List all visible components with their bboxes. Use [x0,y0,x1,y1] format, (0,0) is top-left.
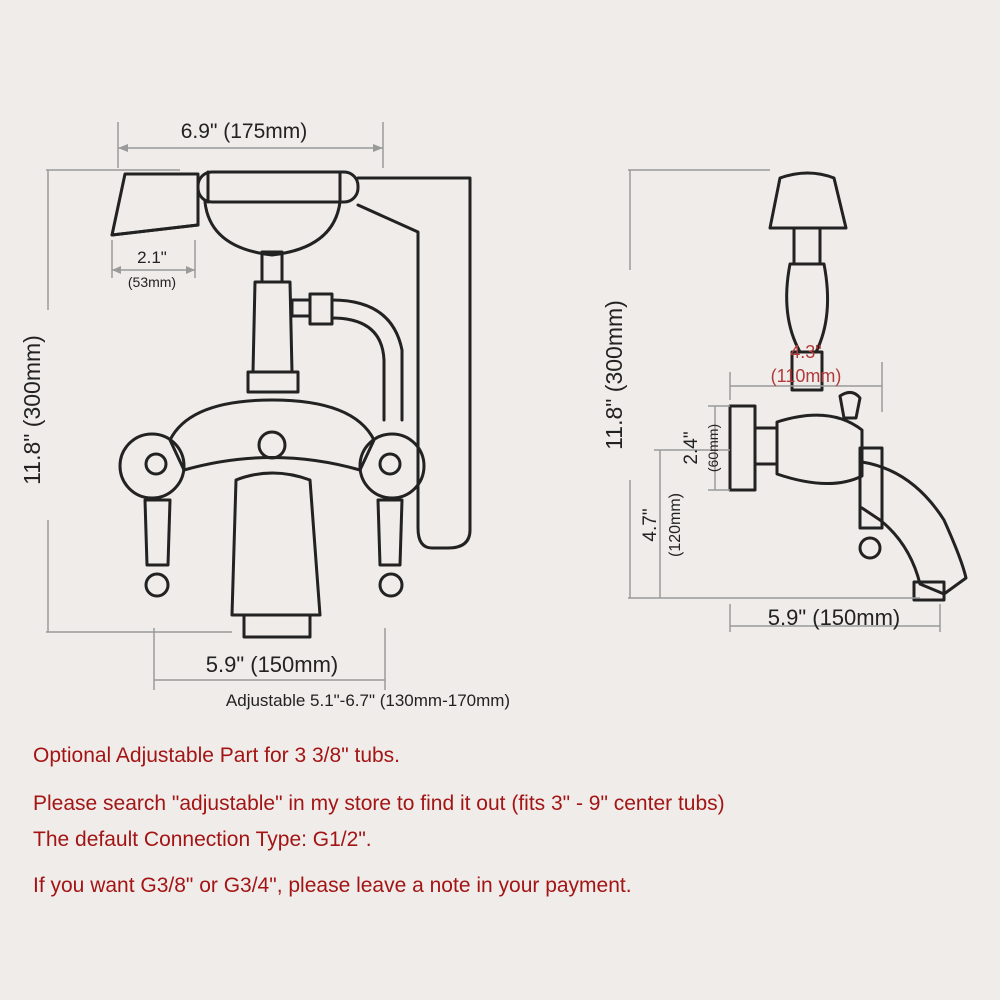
front-faucet-outline [110,170,472,639]
front-handset-width-label: 2.1" [137,248,167,267]
side-spout-height-label: 4.7" [640,508,661,541]
front-dimension-lines [46,122,386,690]
side-faucet-outline [728,171,968,602]
note-search-store: Please search "adjustable" in my store t… [33,792,725,815]
front-arrowheads [112,144,383,274]
side-dimension-lines [628,169,941,632]
front-center-distance-label: 5.9" (150mm) [206,652,339,677]
note-optional-part: Optional Adjustable Part for 3 3/8" tubs… [33,744,401,767]
side-spout-height-mm-label: (120mm) [667,493,684,557]
note-connection-options: If you want G3/8" or G3/4", please leave… [33,874,632,897]
note-default-connection: The default Connection Type: G1/2". [33,828,372,851]
side-mount-height-mm-label: (60mm) [705,424,721,472]
front-handset-width-mm-label: (53mm) [128,274,176,290]
front-adjustable-range-label: Adjustable 5.1"-6.7" (130mm-170mm) [226,691,510,710]
side-mount-height-label: 2.4" [681,431,702,464]
side-body-width-label: 4.3" [790,342,821,362]
side-height-label: 11.8" (300mm) [601,300,627,450]
front-height-label: 11.8" (300mm) [19,335,45,485]
front-top-width-label: 6.9" (175mm) [181,120,308,143]
side-spout-reach-label: 5.9" (150mm) [768,605,901,630]
side-body-width-mm-label: (110mm) [771,366,842,386]
